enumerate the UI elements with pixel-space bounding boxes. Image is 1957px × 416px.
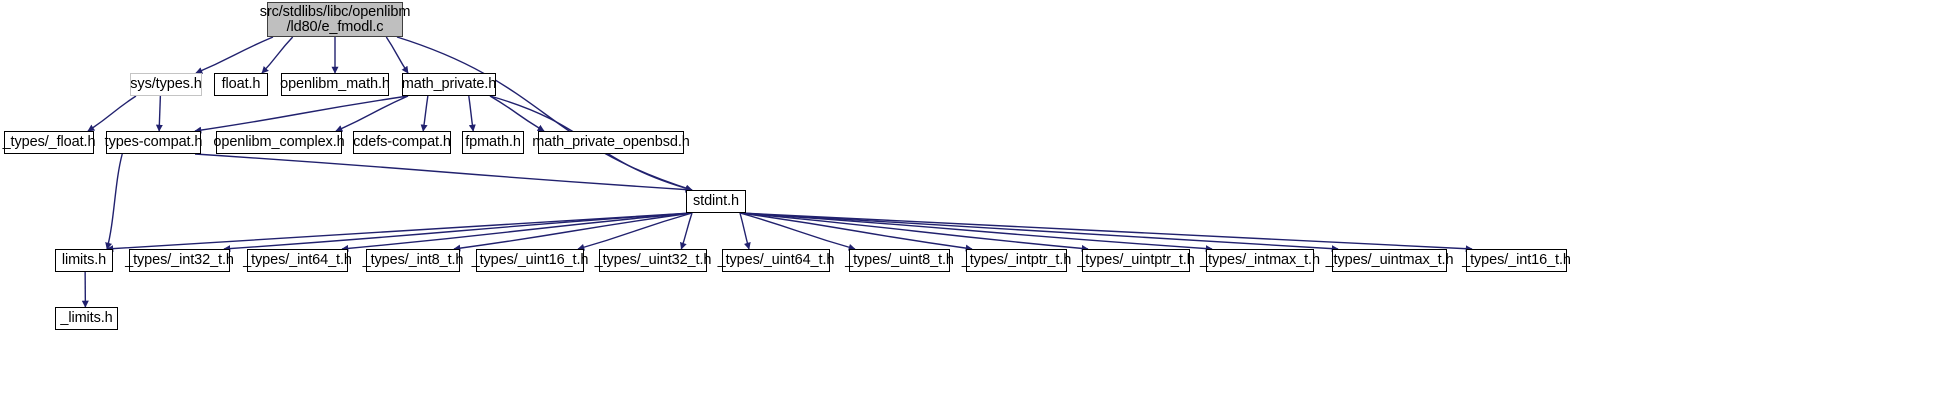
graph-node-label: _types/_int16_t.h: [1462, 252, 1571, 268]
graph-node-label: stdint.h: [693, 193, 739, 209]
graph-edge-stdint-to-uint8: [739, 212, 856, 251]
graph-node-label: _types/_int32_t.h: [125, 252, 234, 268]
graph-edge-root-to-systypes: [195, 36, 274, 74]
graph-node-label: float.h: [221, 76, 261, 92]
graph-node-label: cdefs-compat.h: [353, 134, 451, 150]
graph-node-label: math_private.h: [401, 76, 497, 92]
graph-edge-stdint-to-int16: [739, 212, 1473, 253]
graph-edge-mathprivate-to-typescompat: [194, 95, 409, 134]
graph-node-_limits[interactable]: _limits.h: [55, 307, 118, 330]
graph-node-int32[interactable]: _types/_int32_t.h: [125, 249, 234, 272]
graph-node-stdint[interactable]: stdint.h: [686, 190, 746, 213]
graph-node-label: types-compat.h: [104, 134, 203, 150]
graph-edge-stdint-to-limits: [106, 212, 693, 253]
graph-node-uint64[interactable]: _types/_uint64_t.h: [718, 249, 834, 272]
graph-node-int8[interactable]: _types/_int8_t.h: [363, 249, 463, 272]
graph-node-uint8[interactable]: _types/_uint8_t.h: [845, 249, 954, 272]
graph-node-intptr[interactable]: _types/_intptr_t.h: [962, 249, 1071, 272]
graph-edge-mathprivate-to-openbsd: [489, 95, 545, 132]
graph-node-systypes[interactable]: sys/types.h: [130, 73, 202, 96]
graph-node-label: _types/_uintmax_t.h: [1325, 252, 1454, 268]
graph-node-uint16[interactable]: _types/_uint16_t.h: [472, 249, 588, 272]
graph-node-complex[interactable]: openlibm_complex.h: [213, 131, 345, 154]
graph-node-label: _types/_float.h: [2, 134, 96, 150]
graph-node-limits[interactable]: limits.h: [55, 249, 113, 272]
graph-node-intmax[interactable]: _types/_intmax_t.h: [1200, 249, 1320, 272]
graph-node-label: _types/_uint8_t.h: [845, 252, 954, 268]
graph-edge-root-to-float: [261, 36, 294, 74]
graph-edge-systypes-to-typesfloat: [87, 95, 137, 132]
graph-node-label: openlibm_complex.h: [213, 134, 345, 150]
graph-edge-stdint-to-uint32: [679, 212, 693, 250]
graph-edge-stdint-to-intptr: [739, 212, 973, 252]
graph-node-label: math_private_openbsd.h: [532, 134, 690, 150]
graph-node-label: fpmath.h: [465, 134, 521, 150]
graph-edge-stdint-to-uint16: [577, 212, 693, 251]
graph-edge-root-to-mathprivate: [385, 36, 409, 74]
graph-edge-mathprivate-to-fpmath: [468, 95, 476, 132]
graph-edge-root-to-stdint: [396, 36, 693, 192]
graph-node-int64[interactable]: _types/_int64_t.h: [243, 249, 352, 272]
graph-node-label: openlibm_math.h: [280, 76, 390, 92]
graph-node-label: limits.h: [61, 252, 107, 268]
graph-node-typescompat[interactable]: types-compat.h: [105, 131, 202, 154]
graph-edge-mathprivate-to-cdefs: [420, 95, 429, 132]
graph-node-int16[interactable]: _types/_int16_t.h: [1462, 249, 1571, 272]
graph-edge-stdint-to-int8: [453, 212, 693, 252]
graph-node-label: _limits.h: [60, 310, 113, 326]
graph-node-label: _types/_uint64_t.h: [717, 252, 835, 268]
graph-edge-systypes-to-typescompat: [155, 95, 163, 132]
graph-node-cdefs[interactable]: cdefs-compat.h: [353, 131, 451, 154]
graph-node-label: _types/_int64_t.h: [243, 252, 352, 268]
graph-edge-mathprivate-to-complex: [335, 95, 409, 132]
graph-edge-stdint-to-intmax: [739, 212, 1213, 253]
graph-node-label: _types/_intmax_t.h: [1200, 252, 1320, 268]
graph-node-typesfloat[interactable]: _types/_float.h: [3, 131, 96, 154]
graph-edge-typescompat-to-stdint: [194, 153, 693, 194]
graph-node-uintptr[interactable]: _types/_uintptr_t.h: [1077, 249, 1195, 272]
graph-node-float[interactable]: float.h: [214, 73, 268, 96]
graph-node-label: sys/types.h: [130, 76, 202, 92]
graph-node-uintmax[interactable]: _types/_uintmax_t.h: [1326, 249, 1454, 272]
graph-node-uint32[interactable]: _types/_uint32_t.h: [595, 249, 711, 272]
graph-node-fpmath[interactable]: fpmath.h: [462, 131, 524, 154]
graph-edge-stdint-to-uint64: [739, 212, 751, 250]
graph-edge-typescompat-to-limits: [105, 153, 123, 250]
graph-node-label: _types/_uint32_t.h: [594, 252, 712, 268]
graph-edge-stdint-to-int64: [341, 212, 693, 252]
graph-edge-stdint-to-int32: [223, 212, 693, 253]
graph-node-root[interactable]: src/stdlibs/libc/openlibm /ld80/e_fmodl.…: [260, 2, 410, 37]
graph-edge-stdint-to-uintptr: [739, 212, 1089, 252]
graph-node-label: _types/_uintptr_t.h: [1077, 252, 1195, 268]
graph-node-openbsd[interactable]: math_private_openbsd.h: [532, 131, 690, 154]
graph-node-label: _types/_int8_t.h: [362, 252, 464, 268]
graph-node-openlibmmath[interactable]: openlibm_math.h: [280, 73, 390, 96]
graph-node-mathprivate[interactable]: math_private.h: [402, 73, 496, 96]
graph-node-label: _types/_intptr_t.h: [961, 252, 1072, 268]
graph-node-label: _types/_uint16_t.h: [471, 252, 589, 268]
graph-edge-stdint-to-uintmax: [739, 212, 1339, 253]
graph-node-label: src/stdlibs/libc/openlibm /ld80/e_fmodl.…: [259, 3, 411, 35]
